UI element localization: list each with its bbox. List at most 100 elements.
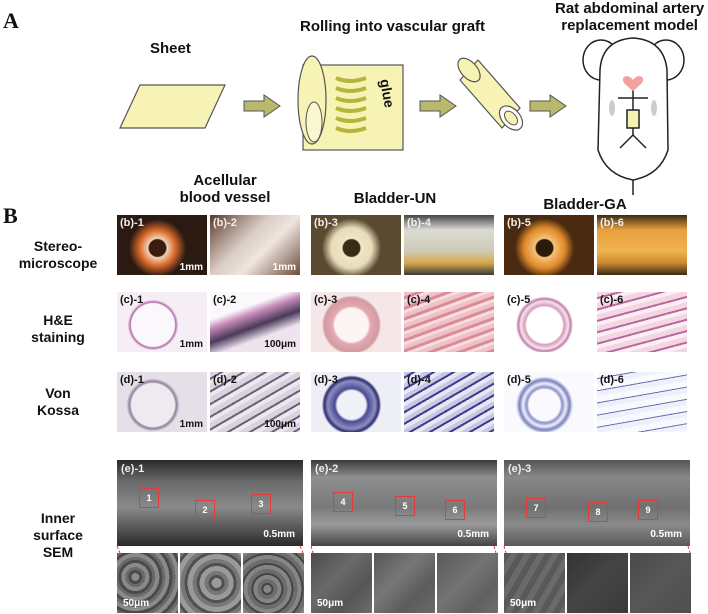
vonkossa-image-d3: (d)-3 [311,372,401,432]
rolling-label: Rolling into vascular graft [300,18,486,35]
sem-roi-box: 6 [445,500,465,520]
sem-tag: (e)-2 [315,463,339,475]
row-label-vonkossa-line1: Von [45,385,71,401]
tile-tag: (d)-5 [507,374,531,386]
row-label-he-line1: H&E [43,312,73,328]
stereo-image-b1: (b)-1 1mm [117,215,207,275]
stereo-image-b4: (b)-4 [404,215,494,275]
he-image-c2: (c)-2 100μm [210,292,300,352]
stereo-image-b5: (b)-5 [504,215,594,275]
panel-label-a: A [3,8,19,33]
sem-zoom-3 [243,553,304,613]
row-label-he-line2: staining [31,329,85,345]
tile-tag: (c)-4 [407,294,431,306]
sem-overview-e1: (e)-1 1 2 3 0.5mm [117,460,303,546]
scale-label: 0.5mm [457,529,489,540]
fabrication-schematic: glue [119,37,685,195]
model-label-line2: replacement model [561,17,698,34]
scale-label: 1mm [179,262,203,273]
row-label-stereomicroscope-line2: microscope [18,255,98,271]
scale-label: 50μm [123,598,150,609]
he-image-c6: (c)-6 [597,292,687,352]
panel-label-b: B [3,203,18,228]
scale-label: 100μm [264,419,296,430]
he-image-c4: (c)-4 [404,292,494,352]
model-label: Rat abdominal artery replacement model [555,0,704,34]
arrow-1 [243,94,281,118]
sem-roi-box: 5 [395,496,415,516]
scale-label: 1mm [272,262,296,273]
row-label-stereomicroscope: Stereo- microscope [8,238,108,272]
he-image-c1: (c)-1 1mm [117,292,207,352]
tile-tag: (d)-6 [600,374,624,386]
sem-overview-e2: (e)-2 4 5 6 0.5mm [311,460,497,546]
column-header-bladder-un: Bladder-UN [353,190,437,207]
scale-label: 100μm [264,339,296,350]
row-label-vonkossa-line2: Kossa [36,402,80,418]
vonkossa-image-d6: (d)-6 [597,372,687,432]
tile-tag: (b)-4 [407,217,431,229]
heart-icon [622,76,644,91]
tile-tag: (d)-1 [120,374,144,386]
row-label-sem-line2: surface [33,527,83,543]
tile-tag: (b)-3 [314,217,338,229]
vonkossa-image-d5: (d)-5 [504,372,594,432]
model-label-line1: Rat abdominal artery [555,0,705,17]
sem-tag: (e)-1 [121,463,145,475]
column-header-acellular-line2: blood vessel [179,189,271,206]
sem-roi-box: 9 [638,500,658,520]
tile-tag: (d)-3 [314,374,338,386]
row-label-sem: Inner surface SEM [8,510,108,561]
sem-roi-box: 4 [333,492,353,512]
row-label-sem-line3: SEM [42,544,74,560]
column-header-acellular-line1: Acellular [193,172,257,189]
scale-label: 1mm [179,419,203,430]
scale-label: 50μm [317,598,344,609]
sem-tag: (e)-3 [508,463,532,475]
rolling-graft-shape [297,55,404,151]
sem-zoom-8 [567,553,628,613]
tile-tag: (d)-4 [407,374,431,386]
tile-tag: (c)-5 [507,294,531,306]
glue-label: glue [377,78,398,109]
scale-label: 0.5mm [650,529,682,540]
column-header-bladder-ga: Bladder-GA [543,196,627,213]
column-header-acellular: Acellular blood vessel [160,172,290,206]
sheet-label: Sheet [150,40,191,57]
row-label-von-kossa: Von Kossa [8,385,108,419]
sem-zoom-9 [630,553,691,613]
tile-tag: (c)-6 [600,294,624,306]
sem-overview-e3: (e)-3 7 8 9 0.5mm [504,460,690,546]
sem-roi-box: 8 [588,502,608,522]
vonkossa-image-d1: (d)-1 1mm [117,372,207,432]
tile-tag: (b)-6 [600,217,624,229]
row-label-stereomicroscope-line1: Stereo- [33,238,83,254]
sem-zoom-2 [180,553,241,613]
sem-zoom-7: 50μm [504,553,565,613]
arrow-3 [529,94,567,118]
row-label-sem-line1: Inner [40,510,76,526]
tile-tag: (c)-3 [314,294,338,306]
scale-label: 0.5mm [263,529,295,540]
arrow-2 [419,94,457,118]
scale-label: 50μm [510,598,537,609]
stereo-image-b6: (b)-6 [597,215,687,275]
row-label-he-staining: H&E staining [8,312,108,346]
stereo-image-b2: (b)-2 1mm [210,215,300,275]
rat-icon [582,37,685,195]
sem-zoom-1: 50μm [117,553,178,613]
tile-tag: (b)-1 [120,217,144,229]
sem-zoom-6 [437,553,498,613]
sem-zoom-4: 50μm [311,553,372,613]
sem-roi-box: 1 [139,488,159,508]
tile-tag: (c)-1 [120,294,144,306]
he-image-c5: (c)-5 [504,292,594,352]
sheet-shape [119,84,226,129]
vascular-graft-tube [457,57,524,131]
vonkossa-image-d4: (d)-4 [404,372,494,432]
he-image-c3: (c)-3 [311,292,401,352]
sem-roi-box: 7 [526,498,546,518]
tile-tag: (b)-2 [213,217,237,229]
vonkossa-image-d2: (d)-2 100μm [210,372,300,432]
sem-roi-box: 3 [251,494,271,514]
